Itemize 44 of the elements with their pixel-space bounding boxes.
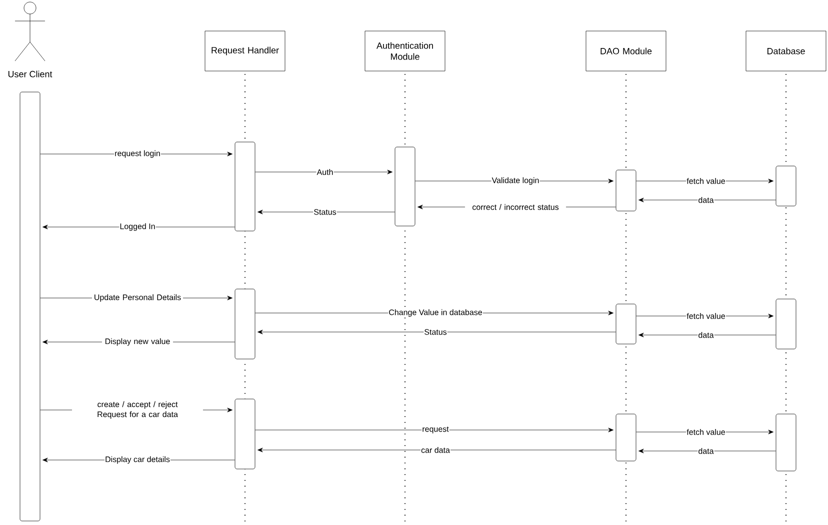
- message-arrow: [638, 332, 776, 338]
- participant-box: DAO Module: [586, 30, 666, 72]
- message-label: data: [698, 196, 714, 204]
- activation-bar: [616, 304, 636, 344]
- message-label: data: [698, 448, 714, 454]
- message-label: Logged In: [119, 222, 156, 232]
- activation-bar: [616, 414, 636, 462]
- activation-bar: [234, 398, 256, 470]
- message-arrow: [255, 428, 614, 432]
- message-arrow: [258, 448, 616, 452]
- message-label: Auth: [316, 168, 334, 176]
- participant-box: Request Handler: [204, 30, 286, 72]
- message-label: Change Value in database: [388, 308, 483, 318]
- message-label: fetch value: [686, 178, 726, 184]
- message-label: request login: [114, 150, 161, 158]
- activation-bar: [776, 414, 796, 472]
- message-arrow: [258, 210, 395, 214]
- activation-bar: [20, 92, 40, 522]
- message-arrow: [638, 198, 776, 202]
- activation-bar: [776, 298, 796, 350]
- message-arrow: [638, 448, 776, 454]
- message-label: Status: [424, 328, 448, 336]
- message-label: Display car details: [104, 456, 170, 464]
- activation-bar: [234, 288, 256, 360]
- message-label: Display new value: [102, 338, 173, 346]
- message-label: data: [698, 332, 714, 338]
- message-label: car data: [420, 446, 450, 454]
- message-label: fetch value: [686, 312, 726, 320]
- activation-bar: [776, 166, 796, 206]
- message-arrow: [255, 170, 392, 174]
- message-arrow: [258, 330, 616, 334]
- message-label: Update Personal Details: [92, 294, 183, 302]
- message-label: request: [422, 426, 450, 434]
- message-label: fetch value: [686, 428, 726, 436]
- actor-label: User Client: [8, 70, 52, 78]
- activation-bar: [234, 142, 256, 232]
- message-label: correct / incorrect status: [465, 204, 566, 210]
- activation-bar: [616, 170, 636, 212]
- message-label: Status: [313, 208, 337, 216]
- participant-box: Authentication Module: [364, 30, 446, 72]
- message-label: Validate login: [491, 176, 540, 186]
- message-label: create / accept / reject Request for a car data: [72, 400, 203, 420]
- participant-box: Database: [746, 30, 826, 72]
- activation-bar: [394, 146, 416, 226]
